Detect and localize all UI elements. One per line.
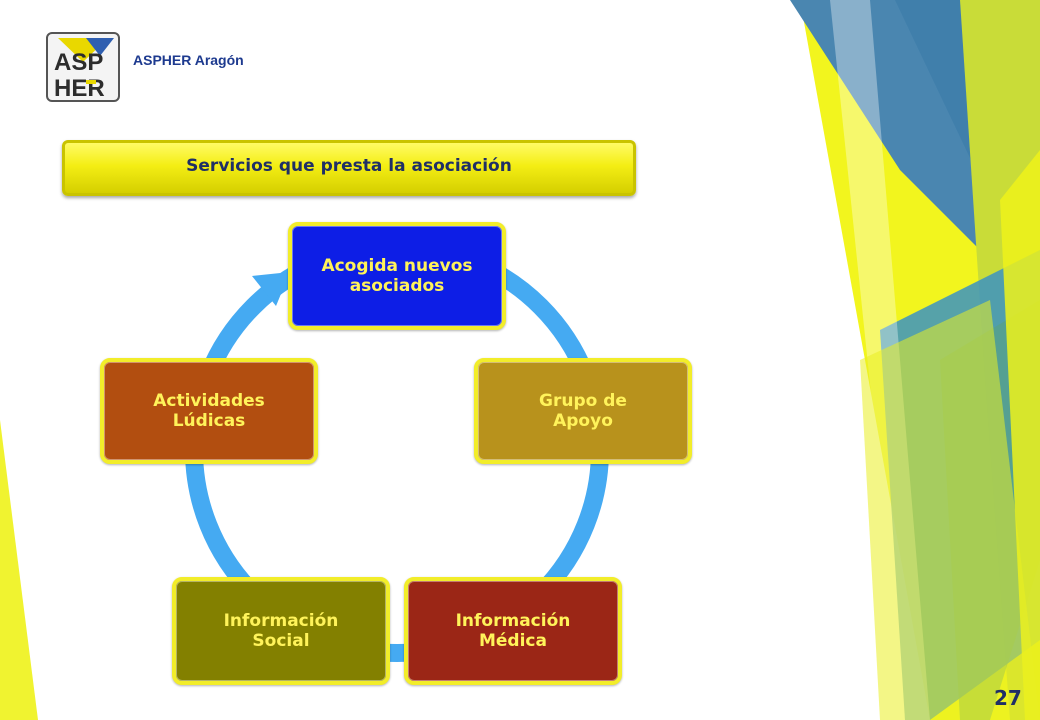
node-label-line2: Apoyo: [553, 411, 613, 431]
svg-text:HER: HER: [54, 75, 105, 100]
cycle-node-informacion-medica: Información Médica: [404, 577, 622, 685]
title-banner: Servicios que presta la asociación: [62, 140, 636, 196]
node-label-line1: Información: [223, 611, 339, 631]
node-label-line2: Social: [252, 631, 310, 651]
slide-title: Servicios que presta la asociación: [186, 156, 512, 176]
node-label-line2: Médica: [478, 631, 547, 651]
node-label-line1: Grupo de: [539, 391, 627, 411]
node-label-line1: Información: [455, 611, 571, 631]
cycle-node-acogida: Acogida nuevos asociados: [288, 222, 506, 330]
svg-text:ASP: ASP: [54, 49, 103, 76]
cycle-node-grupo-apoyo: Grupo de Apoyo: [474, 358, 692, 464]
node-label-line2: asociados: [349, 276, 445, 296]
aspher-logo: ASP HER: [46, 32, 120, 102]
node-label-line1: Actividades: [153, 391, 265, 411]
node-label-line1: Acogida nuevos: [321, 256, 473, 276]
organization-name: ASPHER Aragón: [133, 52, 244, 68]
page-number: 27: [994, 686, 1022, 710]
logo-graphic-icon: ASP HER: [54, 38, 114, 100]
node-label-line2: Lúdicas: [172, 411, 246, 431]
cycle-node-informacion-social: Información Social: [172, 577, 390, 685]
cycle-node-actividades-ludicas: Actividades Lúdicas: [100, 358, 318, 464]
